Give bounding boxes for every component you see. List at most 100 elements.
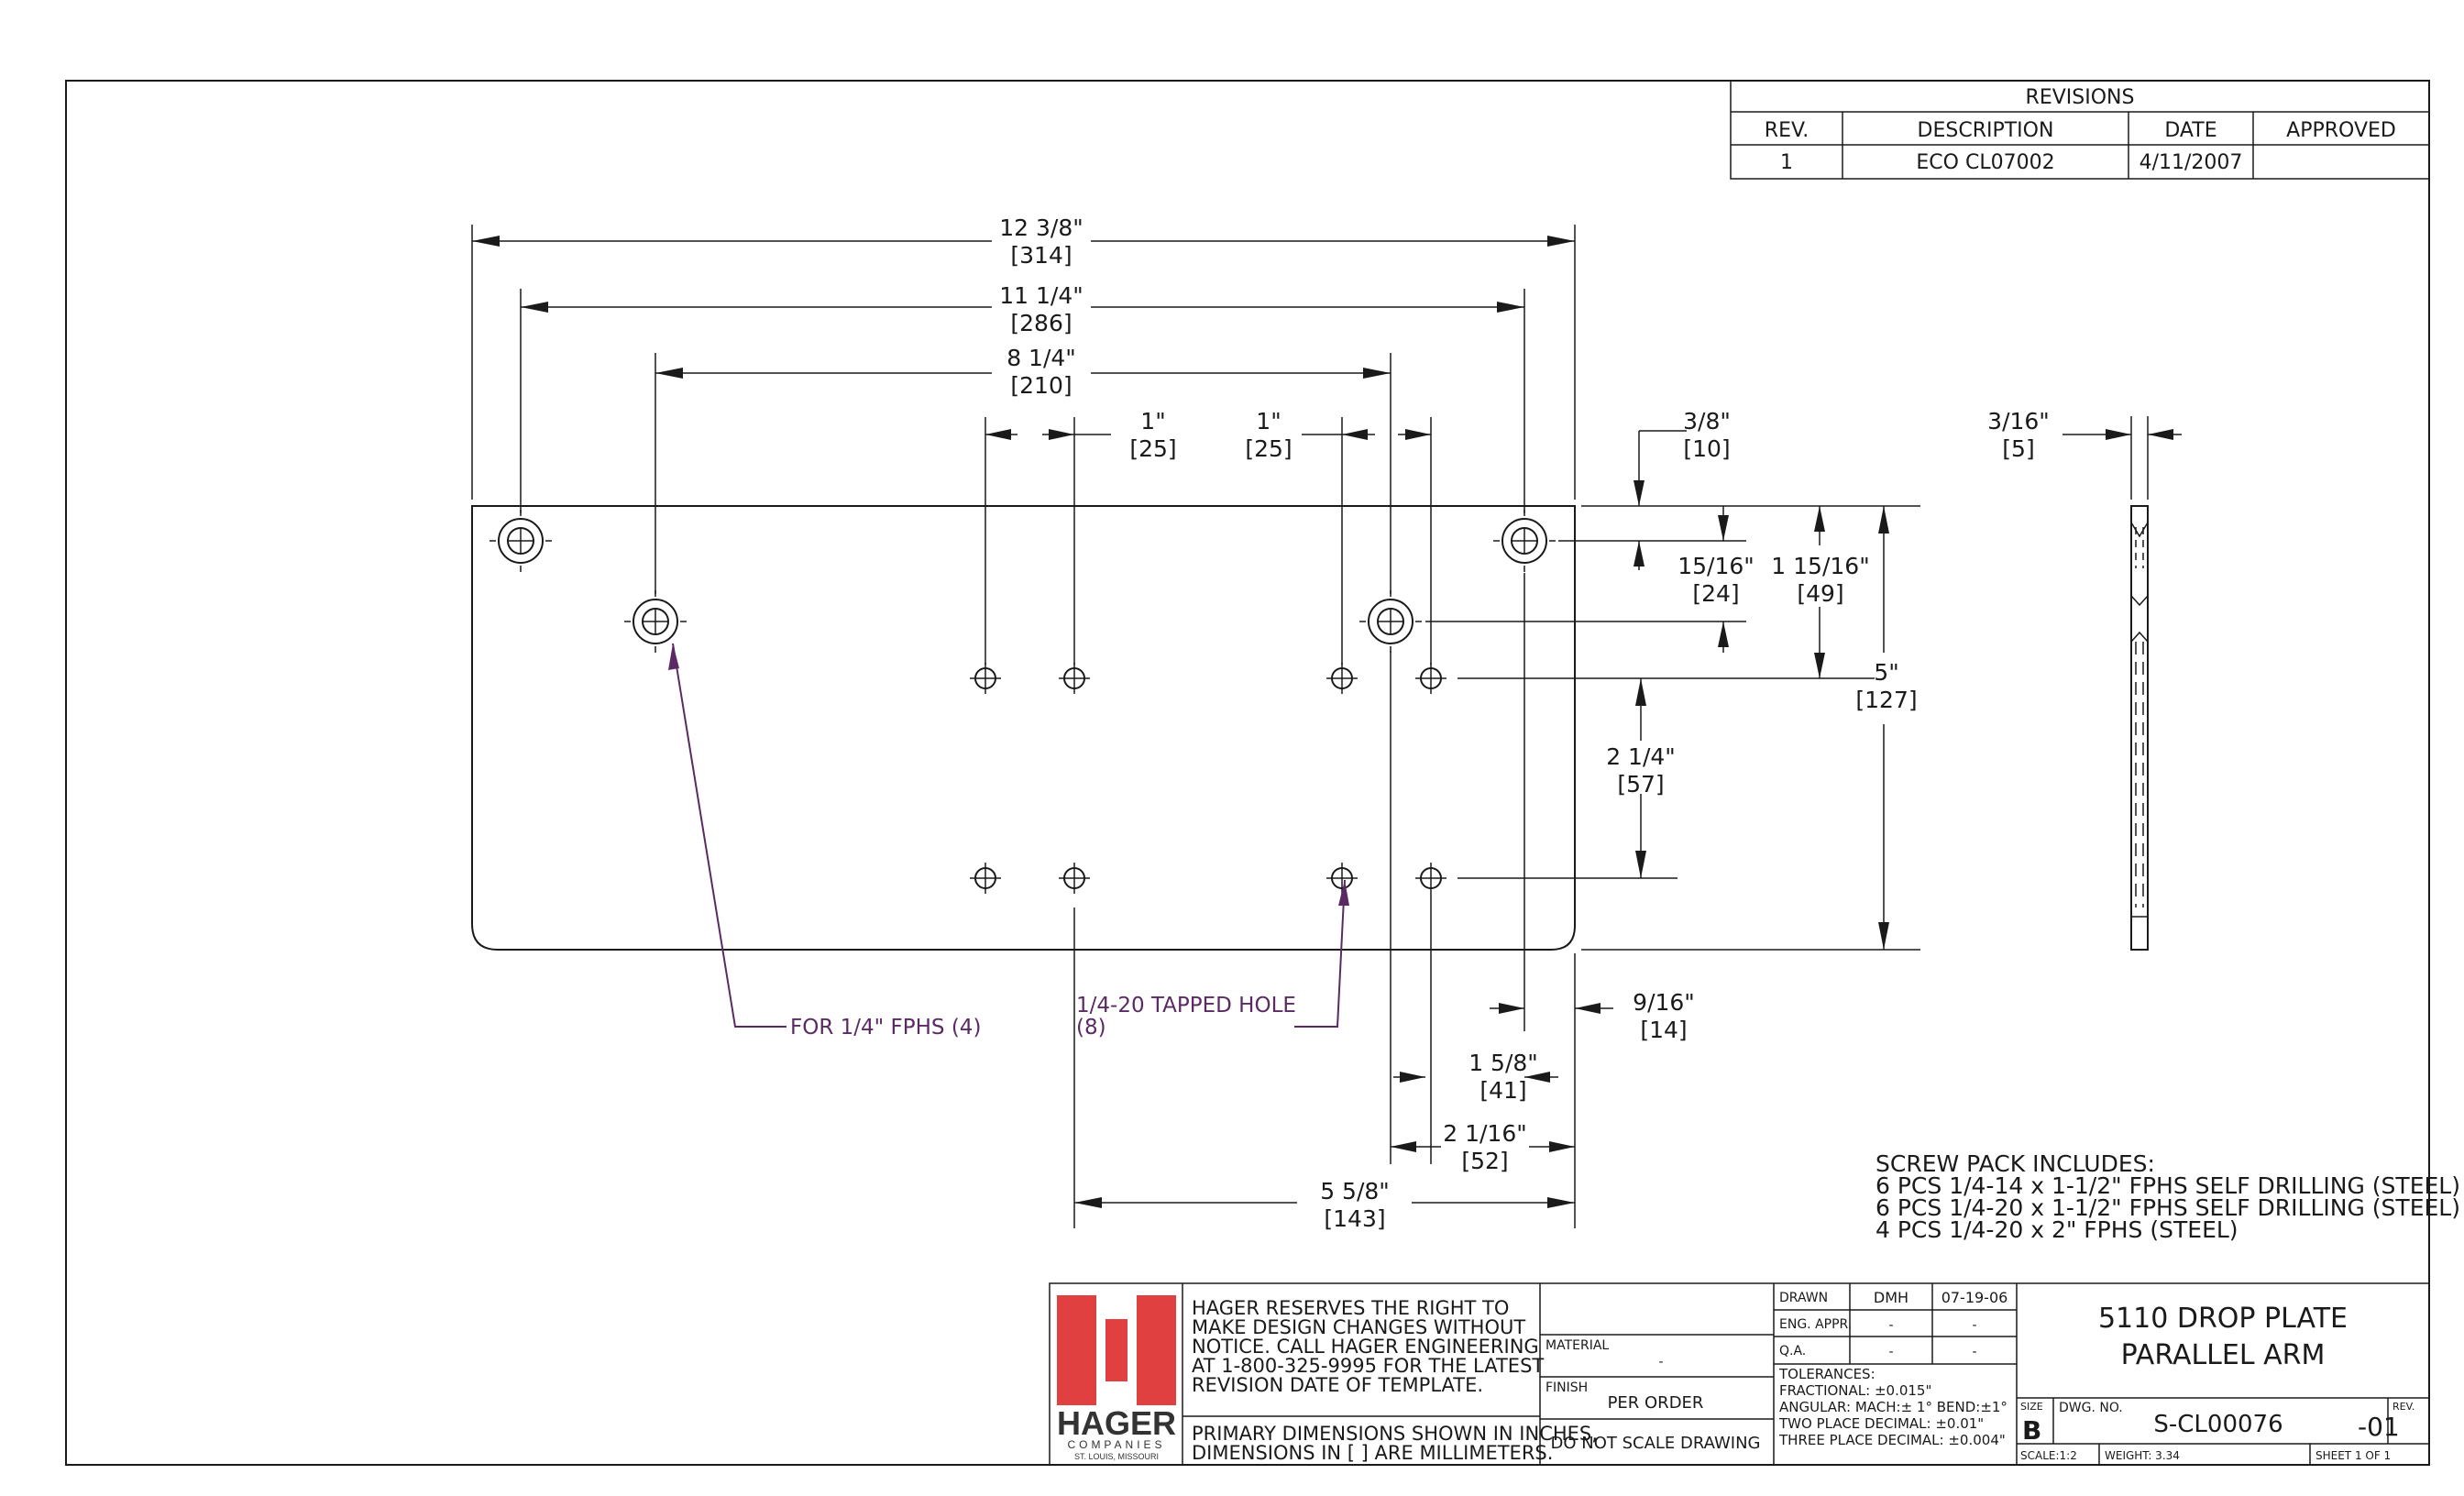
dim-9-16: 9/16" [14] [1490, 989, 1695, 1043]
rev-cell-description: ECO CL07002 [1916, 151, 2054, 174]
svg-text:FRACTIONAL: ±0.015": FRACTIONAL: ±0.015" [1779, 1382, 1931, 1399]
screw-pack-note: SCREW PACK INCLUDES: 6 PCS 1/4-14 x 1-1/… [1876, 1150, 2460, 1243]
svg-text:SCREW PACK INCLUDES:: SCREW PACK INCLUDES: [1876, 1150, 2155, 1177]
tapped-hole-8 [1414, 862, 1447, 895]
svg-text:THREE PLACE DECIMAL: ±0.004": THREE PLACE DECIMAL: ±0.004" [1778, 1432, 2006, 1448]
svg-text:[41]: [41] [1480, 1077, 1526, 1104]
dim-5-5-8: 5 5/8" [143] [1074, 1178, 1575, 1232]
svg-text:1 5/8": 1 5/8" [1468, 1050, 1538, 1076]
tapped-hole-5 [969, 862, 1002, 895]
svg-text:3/8": 3/8" [1683, 408, 1731, 434]
drawing-number: S-CL00076 [2153, 1411, 2282, 1438]
drawing-title-2: PARALLEL ARM [2121, 1339, 2326, 1371]
svg-text:DO NOT SCALE DRAWING: DO NOT SCALE DRAWING [1550, 1434, 1760, 1453]
svg-text:9/16": 9/16" [1633, 989, 1695, 1016]
svg-text:-: - [1888, 1345, 1893, 1359]
svg-text:FOR 1/4" FPHS (4): FOR 1/4" FPHS (4) [790, 1016, 981, 1040]
svg-text:SIZE: SIZE [2020, 1401, 2043, 1413]
extension-lines [471, 225, 1920, 1228]
svg-text:15/16": 15/16" [1678, 553, 1754, 579]
sheet-border [65, 80, 2430, 1466]
svg-text:[57]: [57] [1617, 771, 1664, 798]
svg-text:NOTICE. CALL HAGER ENGINEERIN: NOTICE. CALL HAGER ENGINEERING [1192, 1336, 1539, 1358]
dim-1-15-16: 1 15/16" [49] [1771, 506, 1870, 678]
svg-text:[24]: [24] [1692, 580, 1739, 607]
svg-text:[25]: [25] [1129, 435, 1176, 462]
svg-text:[210]: [210] [1010, 372, 1072, 399]
svg-text:4 PCS 1/4-20 x 2" FPHS (STEEL): 4 PCS 1/4-20 x 2" FPHS (STEEL) [1876, 1216, 2238, 1243]
svg-text:-01: -01 [2358, 1412, 2400, 1442]
rev-cell-date: 4/11/2007 [2140, 151, 2243, 174]
dim-8-1-4: 8 1/4" [210] [655, 345, 1391, 399]
svg-text:PRIMARY DIMENSIONS SHOWN IN IN: PRIMARY DIMENSIONS SHOWN IN INCHES, [1192, 1423, 1598, 1445]
svg-text:[10]: [10] [1683, 435, 1730, 462]
svg-text:FINISH: FINISH [1546, 1380, 1588, 1395]
dim-2-1-16: 2 1/16" [52] [1391, 1120, 1575, 1174]
rev-header-description: DESCRIPTION [1918, 119, 2054, 142]
title-block: HAGER COMPANIES ST. LOUIS, MISSOURI HAGE… [1049, 1282, 2430, 1466]
rev-cell-rev: 1 [1780, 151, 1793, 174]
svg-text:[127]: [127] [1855, 687, 1917, 713]
svg-text:MATERIAL: MATERIAL [1546, 1338, 1609, 1353]
rev-header-rev: REV. [1765, 119, 1809, 142]
svg-text:REV.: REV. [2392, 1401, 2414, 1413]
drawing-title-1: 5110 DROP PLATE [2098, 1303, 2348, 1335]
dim-1-5-8: 1 5/8" [41] [1393, 1050, 1558, 1104]
tapped-hole-7 [1326, 862, 1358, 895]
dim-15-16: 15/16" [24] [1678, 506, 1754, 653]
svg-text:[314]: [314] [1010, 242, 1072, 269]
svg-text:07-19-06: 07-19-06 [1942, 1289, 2008, 1306]
tapped-hole-6 [1058, 862, 1091, 895]
svg-text:5": 5" [1874, 659, 1898, 686]
dim-1in-left: 1" [25] [985, 408, 1177, 462]
svg-text:[25]: [25] [1245, 435, 1292, 462]
svg-text:DWG. NO.: DWG. NO. [2059, 1401, 2123, 1415]
svg-text:6 PCS 1/4-20 x 1-1/2" FPHS SEL: 6 PCS 1/4-20 x 1-1/2" FPHS SELF DRILLING… [1876, 1194, 2460, 1221]
fphs-hole-2 [623, 589, 688, 654]
dim-1in-right: 1" [25] [1245, 408, 1431, 462]
drop-plate-outline [471, 505, 1576, 951]
dim-11-1-4: 11 1/4" [286] [521, 282, 1524, 336]
svg-text:[143]: [143] [1324, 1205, 1385, 1232]
svg-text:-: - [1658, 1355, 1663, 1370]
callout-fphs: FOR 1/4" FPHS (4) [668, 643, 981, 1040]
svg-text:(8): (8) [1076, 1016, 1106, 1040]
svg-text:1": 1" [1256, 408, 1281, 434]
svg-text:DMH: DMH [1874, 1289, 1908, 1306]
fphs-hole-3 [1358, 589, 1423, 654]
revisions-table: REVISIONS REV. DESCRIPTION DATE APPROVED… [1730, 80, 2430, 180]
fphs-hole-1 [489, 509, 553, 573]
svg-text:12 3/8": 12 3/8" [999, 214, 1084, 241]
dim-5in: 5" [127] [1855, 506, 1918, 950]
rev-header-date: DATE [2164, 119, 2216, 142]
dim-2-1-4: 2 1/4" [57] [1606, 678, 1676, 878]
dim-3-8: 3/8" [10] [1634, 408, 1731, 570]
svg-text:6 PCS 1/4-14 x 1-1/2" FPHS SEL: 6 PCS 1/4-14 x 1-1/2" FPHS SELF DRILLING… [1876, 1172, 2460, 1199]
tapped-hole-2 [1058, 662, 1091, 695]
fphs-hole-4 [1492, 509, 1556, 573]
callout-tapped-hole: 1/4-20 TAPPED HOLE (8) [1076, 879, 1349, 1040]
svg-text:B: B [2022, 1415, 2041, 1446]
svg-text:REVISION DATE OF TEMPLATE.: REVISION DATE OF TEMPLATE. [1192, 1374, 1483, 1396]
svg-text:-: - [1972, 1318, 1976, 1333]
svg-text:[14]: [14] [1640, 1017, 1687, 1043]
svg-text:DRAWN: DRAWN [1779, 1291, 1828, 1305]
svg-text:-: - [1972, 1345, 1976, 1359]
tapped-hole-3 [1326, 662, 1358, 695]
svg-text:-: - [1888, 1318, 1893, 1333]
svg-text:HAGER RESERVES THE RIGHT TO: HAGER RESERVES THE RIGHT TO [1192, 1297, 1509, 1319]
svg-text:PER ORDER: PER ORDER [1608, 1393, 1704, 1413]
tapped-hole-4 [1414, 662, 1447, 695]
side-view [2062, 416, 2182, 951]
tapped-hole-1 [969, 662, 1002, 695]
svg-text:SHEET 1 OF 1: SHEET 1 OF 1 [2316, 1449, 2391, 1462]
svg-text:[5]: [5] [2002, 435, 2034, 462]
svg-text:1 15/16": 1 15/16" [1771, 553, 1869, 579]
svg-text:8 1/4": 8 1/4" [1006, 345, 1076, 371]
svg-text:5 5/8": 5 5/8" [1320, 1178, 1390, 1204]
svg-text:[286]: [286] [1010, 310, 1072, 336]
revisions-title: REVISIONS [2026, 86, 2135, 109]
rev-header-approved: APPROVED [2286, 119, 2396, 142]
svg-text:MAKE DESIGN CHANGES WITHOUT: MAKE DESIGN CHANGES WITHOUT [1192, 1316, 1525, 1338]
